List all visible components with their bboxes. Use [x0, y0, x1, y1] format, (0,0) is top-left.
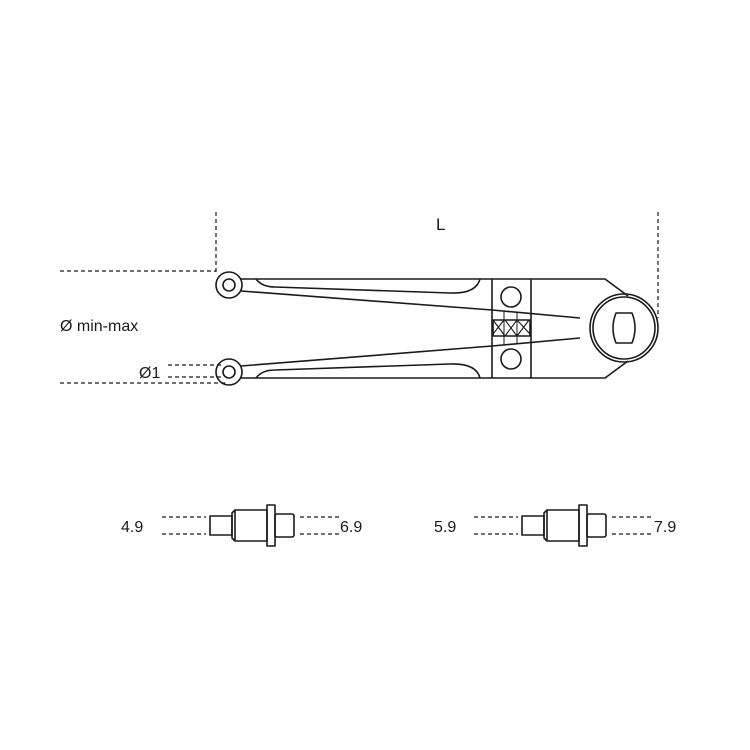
lower-arm [215, 337, 629, 386]
length-label: L [436, 215, 445, 234]
pin-1-right-label: 6.9 [340, 519, 362, 536]
hinge-block [491, 279, 532, 378]
dimension-lines [60, 212, 659, 384]
pin-diameter-label: Ø1 [139, 365, 160, 382]
pin-1 [162, 504, 340, 547]
adjusting-knob [589, 293, 659, 363]
upper-arm [215, 271, 629, 319]
pin-2 [474, 504, 652, 547]
pin-1-left-label: 4.9 [121, 519, 143, 536]
pin-2-left-label: 5.9 [434, 519, 456, 536]
pin-2-right-label: 7.9 [654, 519, 676, 536]
opening-label: Ø min-max [60, 318, 138, 335]
